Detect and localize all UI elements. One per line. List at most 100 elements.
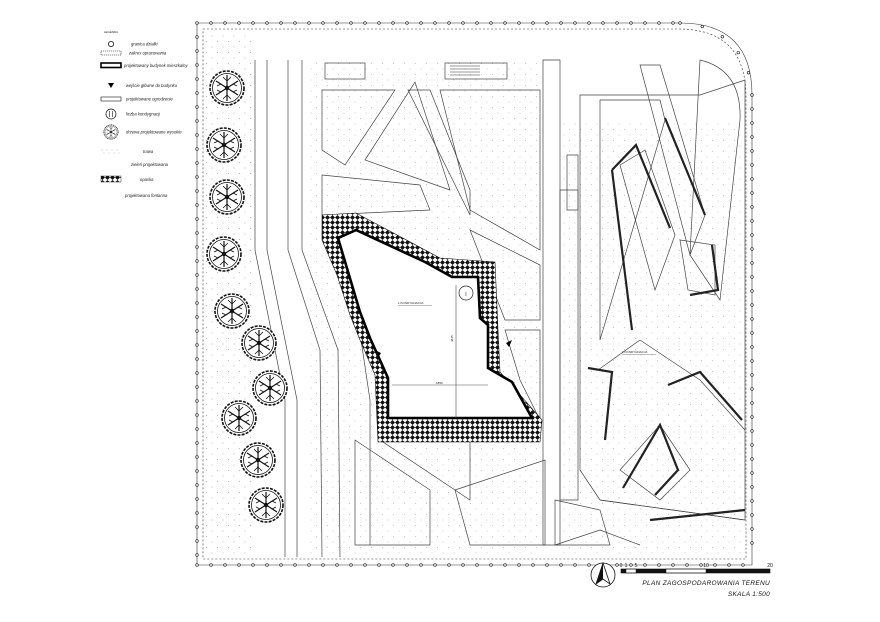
- boundary-marker: [265, 21, 269, 25]
- legend-study-area-icon: [100, 50, 122, 56]
- boundary-marker: [657, 21, 661, 25]
- walkways-west: [254, 60, 341, 558]
- boundary-marker: [587, 563, 591, 567]
- boundary-marker: [195, 49, 199, 53]
- entrance-arrow-east: [506, 340, 512, 347]
- boundary-marker: [678, 21, 682, 25]
- boundary-marker: [587, 21, 591, 25]
- boundary-marker: [657, 563, 661, 567]
- legend-fence-icon: [100, 96, 122, 102]
- drawing-scale: SKALA 1:500: [728, 591, 770, 598]
- boundary-marker: [195, 357, 199, 361]
- boundary-marker: [750, 219, 754, 223]
- boundary-marker: [489, 21, 493, 25]
- boundary-markers: [195, 21, 754, 567]
- boundary-marker: [195, 91, 199, 95]
- legend-label: opaska: [140, 177, 154, 182]
- boundary-marker: [321, 21, 325, 25]
- scale-tick: 1: [625, 563, 628, 569]
- boundary-marker: [503, 21, 507, 25]
- boundary-marker: [321, 563, 325, 567]
- tree-symbol: [209, 179, 245, 215]
- boundary-marker: [195, 35, 199, 39]
- boundary-marker: [750, 149, 754, 153]
- boundary-marker: [279, 21, 283, 25]
- boundary-marker: [750, 275, 754, 279]
- boundary-marker: [377, 21, 381, 25]
- legend-border-marker-icon: [108, 41, 115, 48]
- boundary-marker: [419, 21, 423, 25]
- boundary-marker: [750, 233, 754, 237]
- boundary-marker: [195, 203, 199, 207]
- boundary-marker: [517, 21, 521, 25]
- boundary-marker: [209, 563, 213, 567]
- boundary-marker: [750, 191, 754, 195]
- boundary-marker: [720, 35, 724, 39]
- boundary-marker: [489, 563, 493, 567]
- tree-symbol: [209, 70, 245, 106]
- boundary-marker: [750, 513, 754, 517]
- boundary-marker: [750, 289, 754, 293]
- east-storey-label: 1 KONDYGNACJA: [622, 350, 647, 354]
- boundary-marker: [195, 539, 199, 543]
- boundary-marker: [573, 21, 577, 25]
- boundary-marker: [531, 21, 535, 25]
- storey-number: I: [465, 292, 466, 298]
- drawing-title: PLAN ZAGOSPODAROWANIA TERENU: [642, 580, 770, 587]
- legend-label: projektowany budynek mieszkalny: [123, 63, 188, 68]
- boundary-marker: [195, 563, 199, 567]
- boundary-marker: [736, 51, 740, 55]
- boundary-marker: [750, 429, 754, 433]
- stair-lines: [450, 65, 480, 76]
- boundary-marker: [237, 21, 241, 25]
- boundary-marker: [195, 287, 199, 291]
- boundary-marker: [750, 499, 754, 503]
- boundary-marker: [405, 563, 409, 567]
- tree-symbol: [221, 400, 257, 436]
- boundary-marker: [335, 563, 339, 567]
- boundary-marker: [461, 563, 465, 567]
- boundary-marker: [750, 485, 754, 489]
- boundary-marker: [750, 373, 754, 377]
- boundary-marker: [391, 563, 395, 567]
- boundary-marker: [195, 175, 199, 179]
- boundary-marker: [195, 21, 199, 25]
- legend-label: trawa: [143, 149, 154, 154]
- boundary-marker: [307, 563, 311, 567]
- boundary-marker: [223, 563, 227, 567]
- legend-grass-icon: [101, 149, 120, 154]
- boundary-marker: [699, 563, 703, 567]
- boundary-marker: [517, 563, 521, 567]
- boundary-marker: [700, 24, 704, 29]
- boundary-marker: [573, 563, 577, 567]
- boundary-marker: [750, 527, 754, 531]
- boundary-marker: [195, 441, 199, 445]
- boundary-marker: [671, 563, 675, 567]
- boundary-marker: [741, 563, 745, 567]
- boundary-marker: [559, 21, 563, 25]
- boundary-marker: [750, 401, 754, 405]
- boundary-marker: [750, 247, 754, 251]
- boundary-marker: [750, 359, 754, 363]
- boundary-marker: [195, 161, 199, 165]
- site-boundary: [195, 21, 754, 567]
- boundary-marker: [195, 189, 199, 193]
- boundary-marker: [713, 563, 717, 567]
- boundary-marker: [195, 343, 199, 347]
- legend-label: zieleń projektowana: [130, 162, 169, 167]
- boundary-marker: [251, 563, 255, 567]
- building-dimension-vertical: 4845: [450, 335, 454, 342]
- tree-symbol: [240, 442, 276, 478]
- boundary-marker: [433, 21, 437, 25]
- scale-tick: 20: [767, 563, 773, 569]
- tree-symbol: [206, 127, 242, 163]
- boundary-marker: [195, 399, 199, 403]
- entrance-arrow-west: [375, 350, 381, 358]
- boundary-marker: [685, 563, 689, 567]
- boundary-marker: [195, 301, 199, 305]
- boundary-marker: [629, 21, 633, 25]
- boundary-marker: [237, 563, 241, 567]
- boundary-marker: [750, 107, 754, 111]
- boundary-marker: [195, 273, 199, 277]
